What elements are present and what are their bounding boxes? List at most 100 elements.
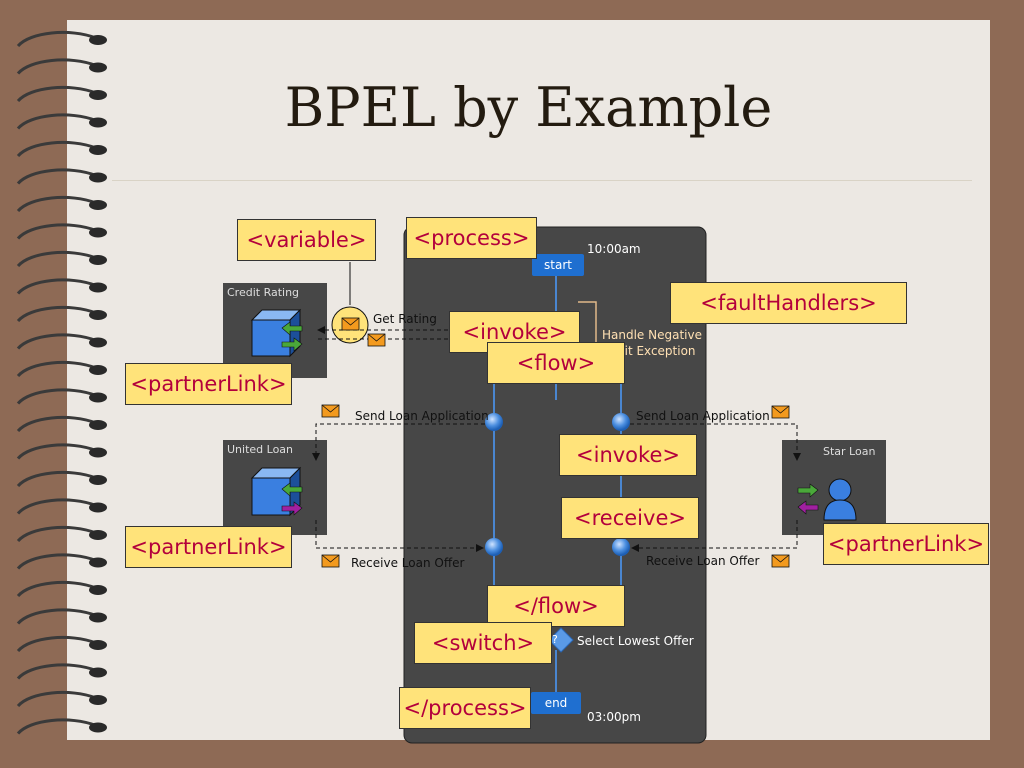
spiral-ring bbox=[16, 443, 97, 460]
end-node: end bbox=[531, 692, 581, 714]
spiral-ring bbox=[16, 140, 97, 158]
spiral-hole bbox=[89, 227, 107, 238]
spiral-hole bbox=[89, 392, 107, 403]
spiral-ring bbox=[16, 690, 97, 708]
arrow-icons-star bbox=[797, 483, 819, 515]
partner-star-title: Star Loan bbox=[823, 445, 876, 458]
spiral-ring bbox=[16, 360, 97, 378]
receive-left-arrow bbox=[315, 520, 484, 552]
spiral-ring bbox=[16, 663, 97, 680]
spiral-hole bbox=[89, 695, 107, 705]
spiral-binding bbox=[16, 30, 107, 735]
send-right-arrow bbox=[630, 423, 801, 461]
tag-flow-end: </flow> bbox=[487, 585, 625, 627]
spiral-hole bbox=[89, 282, 107, 293]
spiral-ring bbox=[16, 223, 97, 240]
spiral-hole bbox=[89, 585, 107, 595]
cube-icon-united bbox=[250, 466, 302, 517]
send-right-node bbox=[612, 413, 630, 431]
select-lowest-label: Select Lowest Offer bbox=[577, 634, 694, 648]
send-loan-right-label: Send Loan Application bbox=[636, 409, 770, 423]
spiral-ring bbox=[16, 415, 97, 433]
spiral-hole bbox=[89, 530, 107, 540]
spiral-hole bbox=[89, 35, 107, 45]
receive-offer-left-label: Receive Loan Offer bbox=[351, 556, 465, 570]
person-icon-star bbox=[823, 478, 857, 521]
cube-icon-credit bbox=[250, 308, 302, 358]
spiral-ring bbox=[16, 525, 97, 543]
fault-handler-bracket bbox=[578, 301, 597, 345]
spiral-ring bbox=[16, 85, 97, 103]
spiral-hole bbox=[89, 145, 107, 155]
spiral-hole bbox=[89, 420, 107, 430]
envelope-icon-receive-left bbox=[321, 554, 340, 568]
switch-question-label: ? bbox=[552, 633, 558, 646]
tag-invoke-right: <invoke> bbox=[559, 434, 697, 476]
spiral-ring bbox=[16, 195, 97, 213]
tag-switch: <switch> bbox=[414, 622, 552, 664]
spiral-hole bbox=[89, 502, 107, 513]
tag-partner-link-united: <partnerLink> bbox=[125, 526, 292, 568]
tag-receive: <receive> bbox=[561, 497, 699, 539]
spiral-ring bbox=[16, 635, 97, 653]
send-left-arrow bbox=[312, 423, 485, 461]
spiral-ring bbox=[16, 278, 97, 295]
start-time: 10:00am bbox=[587, 242, 641, 256]
spiral-hole bbox=[89, 310, 107, 320]
get-rating-label: Get Rating bbox=[373, 312, 437, 326]
spiral-hole bbox=[89, 117, 107, 128]
spiral-ring bbox=[16, 113, 97, 130]
slide-title: BPEL by Example bbox=[284, 76, 773, 139]
spiral-ring bbox=[16, 168, 97, 185]
spiral-hole bbox=[89, 667, 107, 678]
spiral-ring bbox=[16, 553, 97, 570]
receive-right-arrow bbox=[631, 520, 798, 552]
arrow-icons-united bbox=[281, 482, 303, 516]
envelope-icon-send-right bbox=[771, 405, 790, 419]
spiral-hole bbox=[89, 62, 107, 73]
process-container bbox=[403, 226, 707, 744]
spiral-hole bbox=[89, 337, 107, 348]
tag-flow: <flow> bbox=[487, 342, 625, 384]
spiral-ring bbox=[16, 718, 97, 735]
credit-exception-label: dit Exception bbox=[617, 344, 696, 358]
spiral-hole bbox=[89, 722, 107, 733]
spiral-ring bbox=[16, 470, 97, 488]
spiral-hole bbox=[89, 612, 107, 623]
spiral-ring bbox=[16, 58, 97, 75]
arrow-icons-credit bbox=[281, 321, 303, 352]
receive-offer-right-label: Receive Loan Offer bbox=[646, 554, 760, 568]
end-time: 03:00pm bbox=[587, 710, 641, 724]
spiral-ring bbox=[16, 30, 97, 48]
partner-united-title: United Loan bbox=[227, 443, 294, 456]
envelope-icon-variable bbox=[341, 317, 360, 331]
spiral-ring bbox=[16, 608, 97, 625]
spiral-ring bbox=[16, 388, 97, 405]
envelope-icon-receive-right bbox=[771, 554, 790, 568]
spiral-hole bbox=[89, 557, 107, 568]
switch-diamond bbox=[548, 627, 574, 653]
spiral-ring bbox=[16, 333, 97, 350]
tag-partner-link-credit: <partnerLink> bbox=[125, 363, 292, 405]
spiral-ring bbox=[16, 250, 97, 268]
spiral-hole bbox=[89, 447, 107, 458]
spiral-hole bbox=[89, 640, 107, 650]
tag-process-end: </process> bbox=[399, 687, 531, 729]
spiral-hole bbox=[89, 255, 107, 265]
spiral-hole bbox=[89, 365, 107, 375]
spiral-hole bbox=[89, 90, 107, 100]
title-divider bbox=[112, 180, 972, 181]
envelope-icon-send-left bbox=[321, 404, 340, 418]
send-loan-left-label: Send Loan Application bbox=[355, 409, 489, 423]
tag-partner-link-star: <partnerLink> bbox=[823, 523, 989, 565]
start-node: start bbox=[532, 254, 584, 276]
spiral-hole bbox=[89, 172, 107, 183]
tag-process: <process> bbox=[406, 217, 537, 259]
tag-fault-handlers: <faultHandlers> bbox=[670, 282, 907, 324]
spiral-ring bbox=[16, 498, 97, 515]
receive-left-node bbox=[485, 538, 503, 556]
envelope-icon-get-rating bbox=[367, 333, 386, 347]
spiral-hole bbox=[89, 200, 107, 210]
tag-variable: <variable> bbox=[237, 219, 376, 261]
